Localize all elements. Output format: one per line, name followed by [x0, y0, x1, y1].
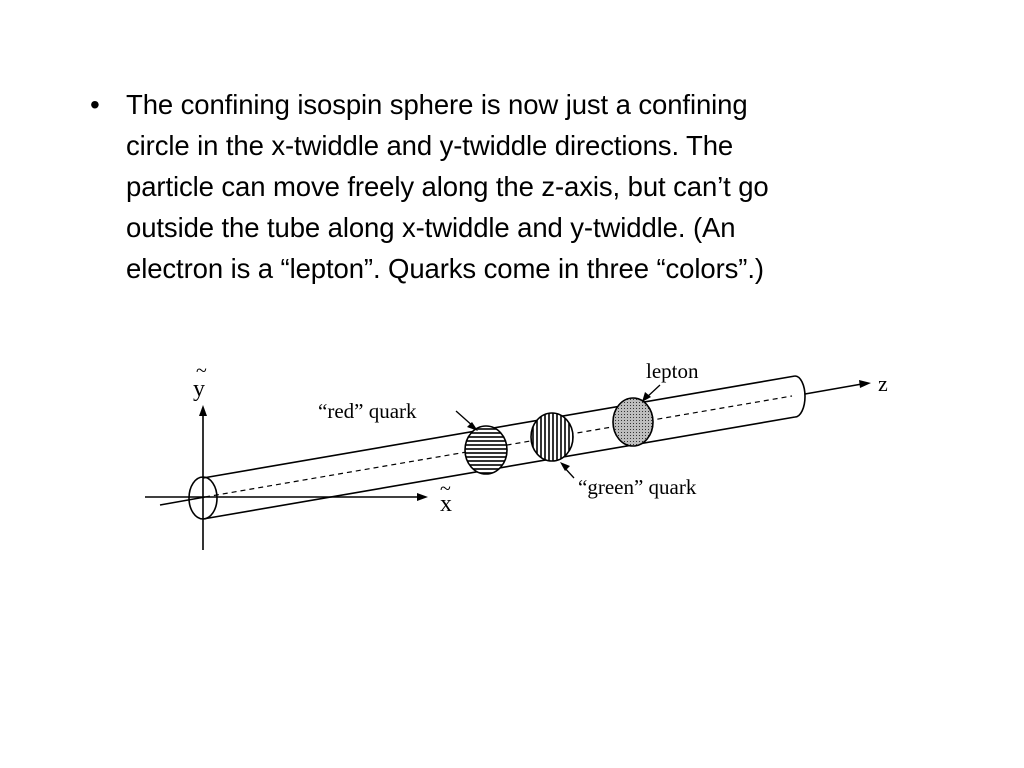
bullet-line: outside the tube along x-twiddle and y-t…: [126, 212, 736, 243]
red-quark-pointer-head: [467, 422, 478, 431]
y-axis-tilde: ~: [196, 360, 207, 382]
lepton-disk: [612, 397, 654, 447]
z-axis-line-left: [159, 496, 206, 506]
bullet-text: The confining isospin sphere is now just…: [126, 84, 769, 289]
x-axis-arrowhead: [417, 493, 428, 501]
green-quark-label: “green” quark: [578, 475, 697, 499]
red-quark-label: “red” quark: [318, 399, 417, 423]
bullet-line: circle in the x-twiddle and y-twiddle di…: [126, 130, 734, 161]
bullet-marker: •: [90, 89, 100, 120]
tube-top-edge: [202, 375, 796, 479]
lepton-pointer-head: [642, 392, 651, 402]
z-axis-label: z: [878, 371, 888, 396]
tube-back-end: [794, 375, 806, 418]
red-quark-disk: [464, 425, 508, 475]
bullet-line: The confining isospin sphere is now just…: [126, 89, 748, 120]
lepton-label: lepton: [646, 359, 699, 383]
tube-front-end: [188, 476, 218, 520]
z-axis-line-right: [804, 383, 863, 395]
x-axis-tilde: ~: [440, 478, 451, 500]
y-axis-label: y: [193, 376, 205, 402]
bullet-item: • The confining isospin sphere is now ju…: [90, 84, 950, 289]
green-quark-disk: [530, 412, 574, 462]
bullet-line: particle can move freely along the z-axi…: [126, 171, 769, 202]
green-quark-pointer-head: [560, 462, 570, 471]
z-axis-arrowhead: [859, 380, 871, 388]
y-axis-arrowhead: [199, 405, 207, 416]
bullet-line: electron is a “lepton”. Quarks come in t…: [126, 253, 764, 284]
isospin-tube-diagram: ~ y ~ x z “red” quark lepton “green” qua…: [145, 359, 888, 550]
x-axis-label: x: [440, 491, 452, 517]
